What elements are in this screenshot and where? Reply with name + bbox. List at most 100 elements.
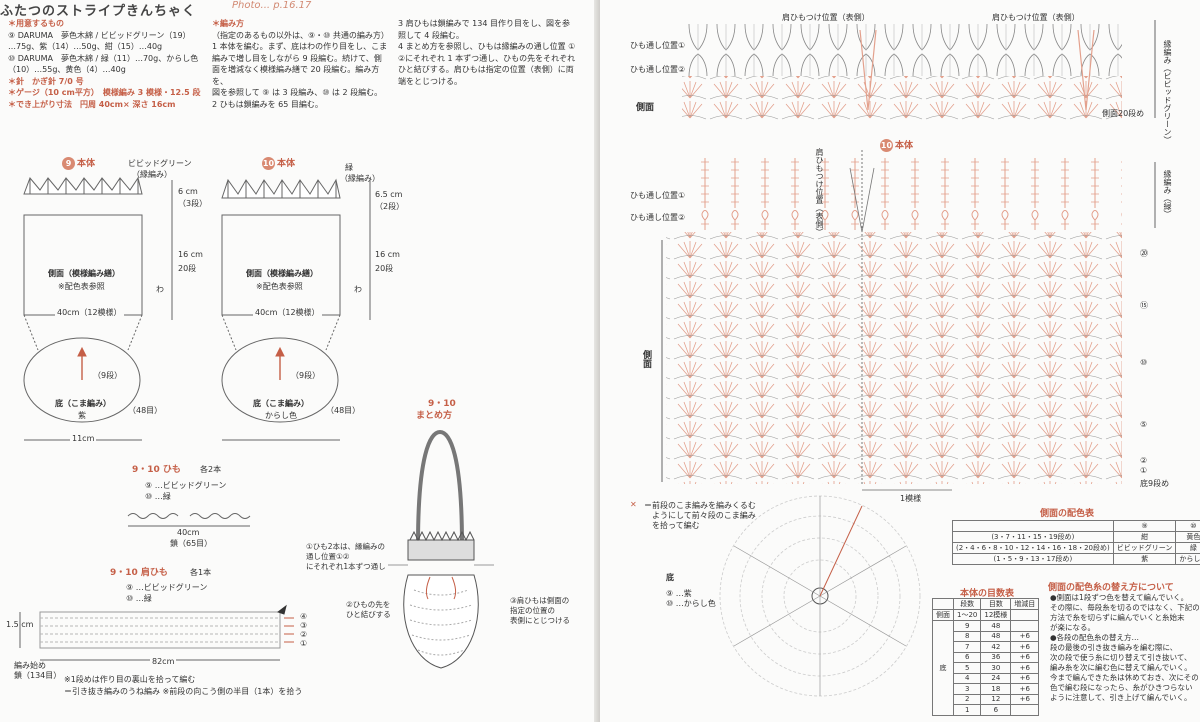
matome-note1b: 通し位置①② bbox=[306, 552, 350, 561]
method-line: 3 肩ひもは鎖編みで 134 目作り目をし、図を参 bbox=[398, 19, 570, 28]
chart10-grid bbox=[661, 150, 1156, 491]
body9-bottom-label: 底（こま編み） bbox=[55, 399, 111, 408]
himo-count: 各2本 bbox=[200, 465, 222, 474]
body9-side-cm: 16 cm bbox=[178, 250, 203, 259]
method-line: 面を増減なく模様編み繕で 20 段編む。編み方を、 bbox=[212, 65, 380, 86]
body9-bottom-rows: （9段） bbox=[93, 371, 123, 380]
method-block: ＊編み方 （指定のあるもの以外は、⑨・⑩ 共通の編み方） 1 本体を編む。まず、… bbox=[212, 18, 392, 110]
body10-bottom-color: からし色 bbox=[265, 411, 297, 420]
katahimo-count: 各1本 bbox=[190, 568, 212, 577]
body10-circumference: 40cm（12模様） bbox=[253, 307, 322, 318]
himo-chain-count: 鎖（65目） bbox=[170, 539, 213, 548]
katahimo-row1: ① bbox=[300, 639, 308, 648]
color-table-title: 側面の配色表 bbox=[1040, 509, 1095, 519]
himo-color9: ⑨ …ビビッドグリーン bbox=[145, 481, 227, 490]
method-continued-block: 3 肩ひもは鎖編みで 134 目作り目をし、図を参 照して 4 段編む。 4 ま… bbox=[398, 18, 588, 87]
body10-side-cm: 16 cm bbox=[375, 250, 400, 259]
table-row: (3・7・11・15・19段め)紺黄色 bbox=[952, 530, 1200, 543]
chart9-edge bbox=[682, 20, 1156, 120]
chart9-side-label: 側面 bbox=[636, 103, 655, 113]
legend-x-text2: ようにして前々段のこま編み bbox=[652, 511, 756, 520]
body9-diameter: 11cm bbox=[70, 434, 97, 443]
katahimo-color10: ⑩ …緑 bbox=[126, 594, 152, 603]
chart9-edge-label: 縁編み（ビビッドグリーン） bbox=[1163, 40, 1172, 144]
body9-side-note: ※配色表参照 bbox=[58, 282, 105, 291]
chart10-row-mark: ⑤ bbox=[1140, 420, 1148, 429]
body10-edge-cm: 6.5 cm bbox=[375, 190, 403, 199]
chart10-row-mark: ⑳ bbox=[1140, 249, 1148, 258]
body9-edge-rows: （3段） bbox=[178, 199, 208, 208]
strap-position-1: 肩ひもつけ位置（表側） bbox=[782, 13, 870, 22]
chart10-row-mark: ⑩ bbox=[1140, 358, 1148, 367]
method-line: ひと結びする。肩ひもは指定の位置（表側）に両 bbox=[398, 65, 574, 74]
katahimo-length: 82cm bbox=[150, 657, 177, 666]
materials-heading: ＊用意するもの bbox=[8, 19, 64, 28]
katahimo-row4: ④ bbox=[300, 612, 308, 621]
photo-reference: Photo... p.16.17 bbox=[232, 0, 312, 11]
table-row: (1・5・9・13・17段め)紫からし色 bbox=[952, 552, 1200, 565]
bottom-label: 底 bbox=[666, 573, 674, 582]
himo-chain bbox=[127, 513, 251, 527]
table-row: 段数目数増減目 bbox=[932, 598, 1040, 610]
chart10-pass2: ひも通し位置② bbox=[630, 213, 686, 222]
body9-side-label: 側面（模様編み繕） bbox=[48, 269, 120, 278]
method-line: ②にそれぞれ 1 本ずつ通し、ひもの先をそれぞれ bbox=[398, 53, 576, 63]
change-note-body: ●側面は1段ずつ色を替えて編んでいく。 その際に、毎段糸を切るのではなく、下記の… bbox=[1050, 593, 1200, 702]
legend-x-symbol: ✕ bbox=[630, 500, 637, 509]
katahimo-row2: ② bbox=[300, 630, 308, 639]
method-line: 図を参照して ⑨ は 3 段編み、⑩ は 2 段編む。 bbox=[212, 88, 383, 97]
chart10-bottom9: 底9段め bbox=[1140, 479, 1170, 488]
chart9-row20: 側面20段め bbox=[1102, 109, 1145, 118]
matome-note1: ①ひも2本は、縁編みの bbox=[306, 542, 385, 551]
needle-line: ＊針 かぎ針 7/0 号 bbox=[8, 76, 84, 86]
katahimo-note2: ＝引き抜き編みのうね編み ※前段の向こう側の半目（1本）を拾う bbox=[64, 687, 303, 696]
gauge-line: ＊ゲージ（10 cm平方） 模様編み 3 模様・12.5 段 bbox=[8, 88, 201, 97]
materials-line: （10）…55g、黄色（4）…40g bbox=[8, 65, 126, 74]
body9-bottom-color: 紫 bbox=[78, 411, 86, 420]
matome-note3b: 指定の位置の bbox=[510, 606, 555, 615]
matome-bag bbox=[388, 429, 494, 669]
himo-length: 40cm bbox=[177, 528, 200, 537]
body10-color-note: 緑 bbox=[345, 163, 353, 172]
matome-title: 9・10 bbox=[428, 399, 456, 409]
matome-title2: まとめ方 bbox=[416, 411, 453, 421]
chart10-row-mark: ① bbox=[1140, 466, 1148, 475]
body10-side-note: ※配色表参照 bbox=[256, 282, 303, 291]
body9-side-rows: 20段 bbox=[178, 264, 197, 273]
chart10-one-pattern: 1模様 bbox=[900, 494, 922, 503]
method-line: 編みで増し目をしながら 9 段編む。続けて、側 bbox=[212, 53, 382, 63]
katahimo-color9: ⑨ …ビビッドグリーン bbox=[126, 583, 208, 592]
chart10-pass1: ひも通し位置① bbox=[630, 191, 686, 200]
katahimo-note1: ※1段めは作り目の裏山を拾って編む bbox=[64, 675, 196, 684]
materials-block: ＊用意するもの ⑨ DARUMA 夢色木綿 / ビビッドグリーン（19） …75… bbox=[8, 18, 208, 110]
chart9-pass1: ひも通し位置① bbox=[630, 41, 686, 50]
body10-bottom-label: 底（こま編み） bbox=[253, 399, 309, 408]
body9-circumference: 40cm（12模様） bbox=[55, 307, 124, 318]
bottom-round-chart bbox=[719, 495, 921, 697]
chart10-row-mark: ⑮ bbox=[1140, 301, 1148, 310]
himo-title: 9・10 ひも bbox=[132, 465, 181, 475]
body9-edge-cm: 6 cm bbox=[178, 187, 198, 196]
body10-side-label: 側面（模様編み繕） bbox=[246, 269, 318, 278]
matome-note3c: 表側にとじつける bbox=[510, 616, 570, 625]
matome-note2: ②ひもの先を bbox=[346, 600, 391, 609]
legend-x-text3: を拾って編む bbox=[652, 521, 700, 530]
matome-note2b: ひと結びする bbox=[346, 610, 391, 619]
katahimo-row3: ③ bbox=[300, 621, 308, 630]
legend-x-text: ＝前段のこま編みを編みくるむ bbox=[644, 501, 756, 510]
method-line: 2 ひもは鎖編みを 65 目編む。 bbox=[212, 99, 323, 109]
table-row: ⑨ ⑩ bbox=[952, 520, 1200, 532]
method-line: 照して 4 段編む。 bbox=[398, 30, 464, 40]
materials-line: ⑨ DARUMA 夢色木綿 / ビビッドグリーン（19） bbox=[8, 30, 191, 40]
method-line: 4 まとめ方を参照し、ひもは縁編みの通し位置 ① bbox=[398, 42, 576, 51]
change-note-title: 側面の配色糸の替え方について bbox=[1048, 583, 1174, 593]
matome-note3: ③肩ひもは側面の bbox=[510, 596, 570, 605]
body9-stitches: （48目） bbox=[128, 406, 163, 415]
method-line: （指定のあるもの以外は、⑨・⑩ 共通の編み方） bbox=[212, 30, 389, 40]
